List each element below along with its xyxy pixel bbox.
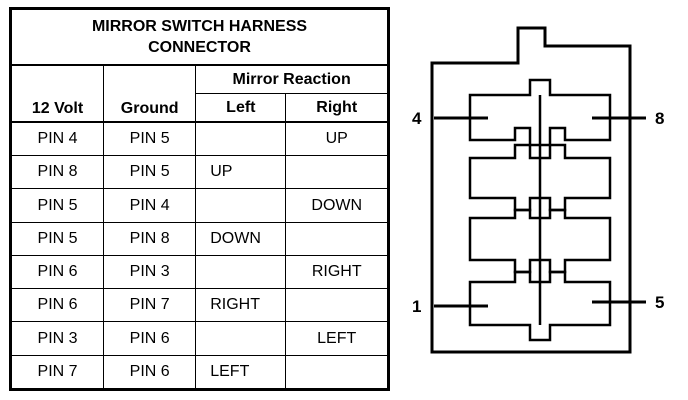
- cell-volt: PIN 5: [10, 221, 105, 256]
- header-mirror-reaction: Mirror Reaction: [195, 64, 388, 94]
- cell-volt: PIN 3: [10, 321, 105, 356]
- pin-label-4: 4: [412, 109, 422, 128]
- table-row: PIN 6 PIN 7 RIGHT: [10, 288, 388, 323]
- table-row: PIN 4 PIN 5 UP: [10, 121, 388, 157]
- pin-label-1: 1: [412, 297, 421, 316]
- cell-right: [285, 288, 388, 323]
- cell-left: [195, 321, 287, 356]
- cell-left: [195, 254, 287, 290]
- table-row: PIN 7 PIN 6 LEFT: [10, 354, 388, 390]
- table-title-line-1: MIRROR SWITCH HARNESS: [91, 18, 308, 35]
- cell-ground: PIN 4: [103, 188, 197, 223]
- cell-volt: PIN 8: [10, 155, 105, 190]
- cell-left: RIGHT: [195, 288, 287, 323]
- table-row: PIN 8 PIN 5 UP: [10, 155, 388, 190]
- table-row: PIN 5 PIN 4 DOWN: [10, 188, 388, 223]
- header-left: Left: [195, 93, 287, 123]
- cell-ground: PIN 6: [103, 354, 197, 390]
- cell-right: [285, 354, 388, 390]
- cell-right: DOWN: [285, 188, 388, 223]
- cell-ground: PIN 8: [103, 221, 197, 256]
- cell-left: UP: [195, 155, 287, 190]
- cell-left: DOWN: [195, 221, 287, 256]
- cell-volt: PIN 6: [10, 254, 105, 290]
- cell-left: [195, 188, 287, 223]
- cell-right: UP: [285, 121, 388, 157]
- cell-right: [285, 221, 388, 256]
- cell-left: [195, 121, 287, 157]
- cell-right: RIGHT: [285, 254, 388, 290]
- cell-left: LEFT: [195, 354, 287, 390]
- cavity-1: [468, 270, 612, 342]
- pin-label-8: 8: [655, 109, 664, 128]
- table-row: PIN 6 PIN 3 RIGHT: [10, 254, 388, 290]
- header-right: Right: [285, 93, 388, 123]
- cell-volt: PIN 6: [10, 288, 105, 323]
- cell-ground: PIN 6: [103, 321, 197, 356]
- table-title-line-2: CONNECTOR: [148, 39, 251, 56]
- table-row: PIN 5 PIN 8 DOWN: [10, 221, 388, 256]
- cell-volt: PIN 5: [10, 188, 105, 223]
- cell-right: LEFT: [285, 321, 388, 356]
- pin-leaders: [434, 116, 646, 308]
- table-title: MIRROR SWITCH HARNESS CONNECTOR: [11, 9, 388, 66]
- connector-cavities: [468, 78, 612, 342]
- pin-label-5: 5: [655, 293, 664, 312]
- cell-ground: PIN 5: [103, 121, 197, 157]
- cell-volt: PIN 4: [10, 121, 105, 157]
- connector-diagram: 4 8 1 5: [412, 26, 664, 354]
- harness-table: MIRROR SWITCH HARNESS CONNECTOR 12 Volt …: [9, 7, 390, 391]
- connector-body: [430, 26, 632, 354]
- header-ground: Ground: [103, 64, 197, 123]
- table-row: PIN 3 PIN 6 LEFT: [10, 321, 388, 356]
- table-body: PIN 4 PIN 5 UP PIN 8 PIN 5 UP PIN 5 PIN …: [10, 121, 388, 390]
- header-12-volt: 12 Volt: [10, 64, 105, 123]
- cell-right: [285, 155, 388, 190]
- cell-volt: PIN 7: [10, 354, 105, 390]
- cell-ground: PIN 7: [103, 288, 197, 323]
- cell-ground: PIN 3: [103, 254, 197, 290]
- cavity-4: [468, 78, 612, 147]
- cell-ground: PIN 5: [103, 155, 197, 190]
